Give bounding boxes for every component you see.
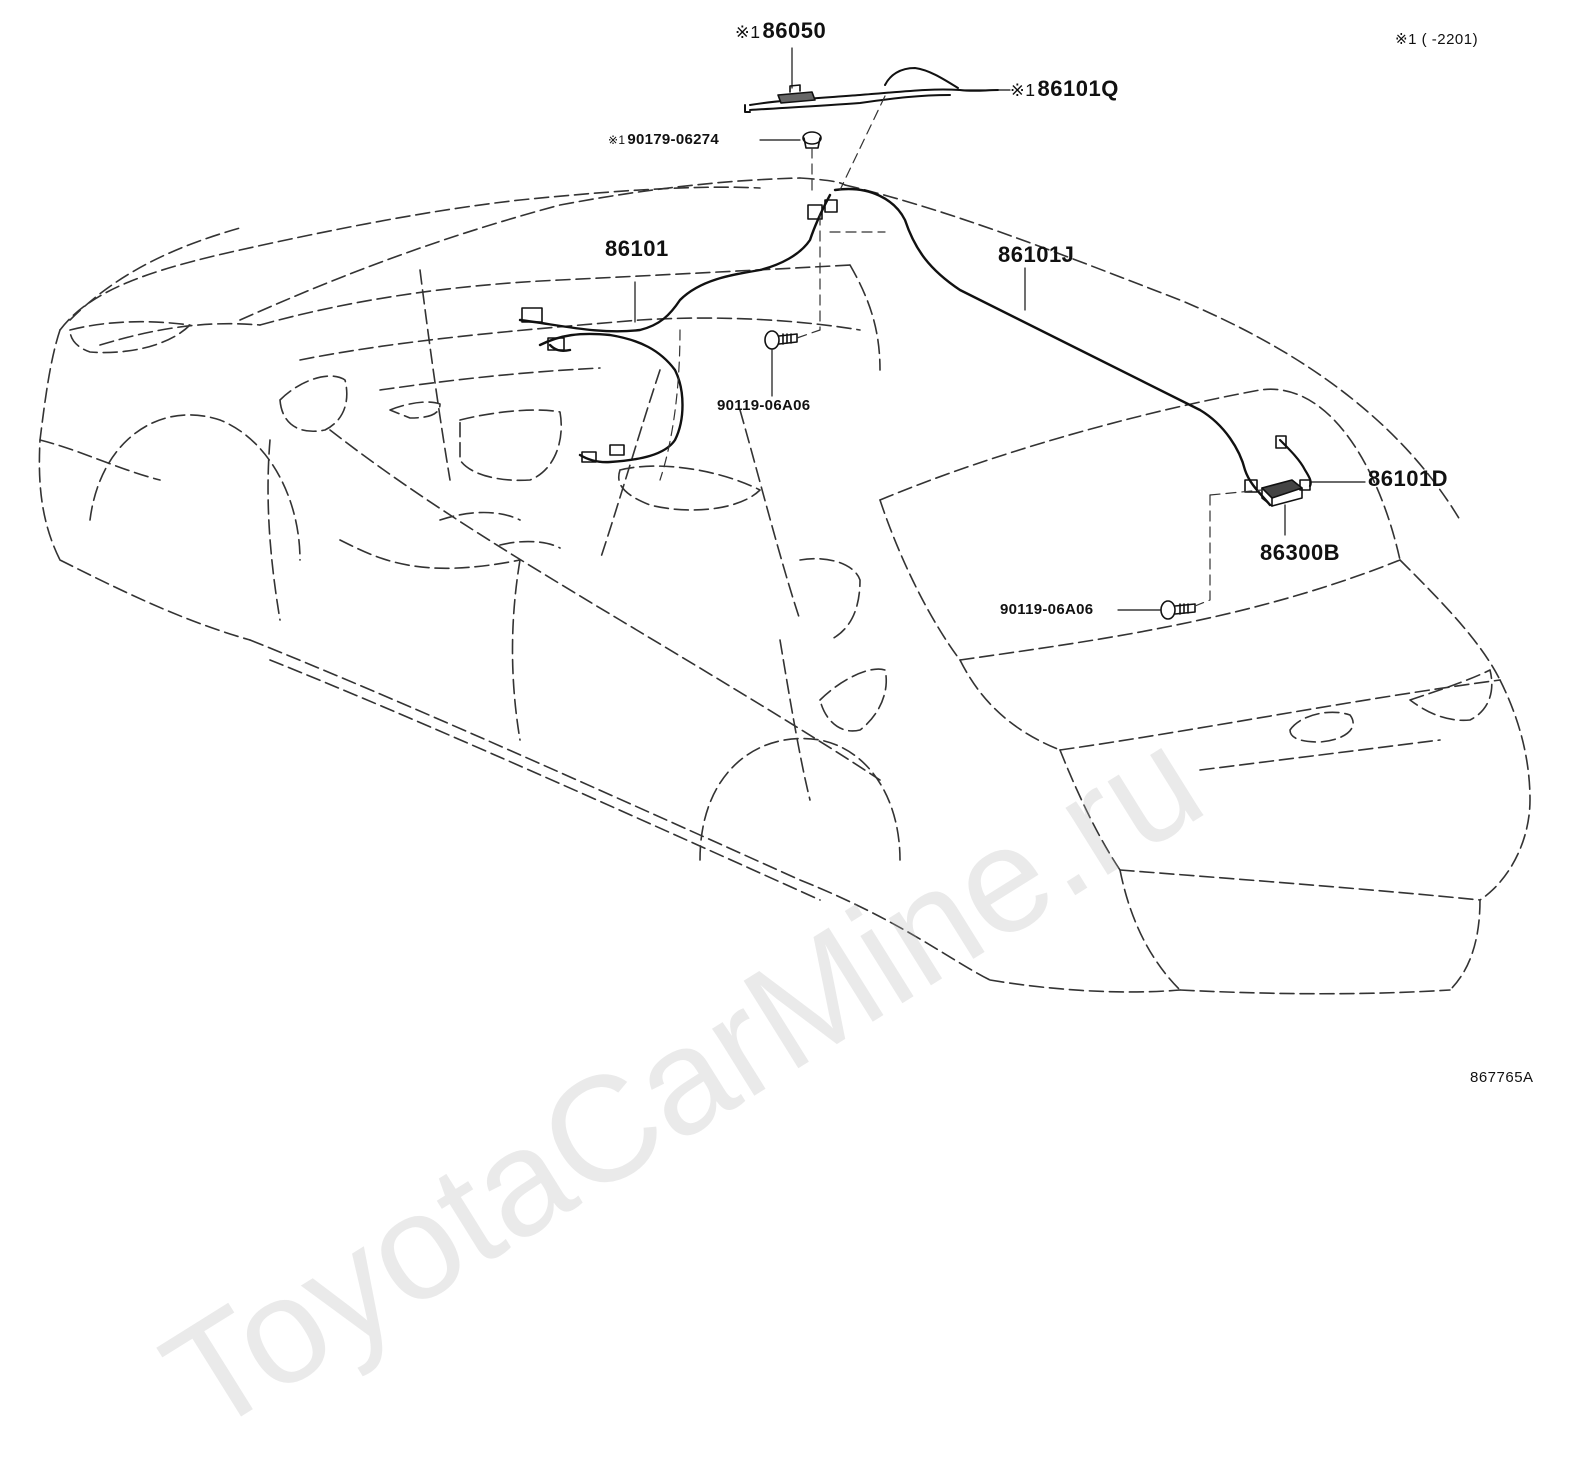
leader-lines: [634, 47, 1366, 611]
harness-86101: [518, 193, 832, 464]
callout-86050: ※186050: [735, 20, 826, 42]
callout-mark: ※1: [1010, 80, 1036, 100]
applicability-note: ※1 ( -2201): [1395, 31, 1479, 48]
callout-86101J: 86101J: [998, 244, 1074, 266]
bolt-90119-06A06-upper: [764, 330, 798, 350]
callout-text: 86050: [762, 18, 827, 43]
callout-text: 86101Q: [1037, 76, 1119, 101]
wiring-harness-diagram: [38, 47, 1531, 995]
clip-90179-06274: [802, 131, 822, 149]
callout-mark: ※1: [735, 22, 761, 42]
callout-86101: 86101: [605, 238, 669, 260]
callout-86101Q: ※186101Q: [1010, 78, 1119, 100]
callout-90119-06A06-lower: 90119-06A06: [1000, 602, 1093, 617]
callout-text: 86300B: [1260, 540, 1341, 565]
bolt-90119-06A06-lower: [1160, 600, 1196, 620]
callout-90119-06A06-upper: 90119-06A06: [717, 398, 810, 413]
callout-86300B: 86300B: [1260, 542, 1340, 564]
callout-text: 86101: [605, 236, 669, 261]
callout-text: 86101J: [998, 242, 1075, 267]
callout-text: 90119-06A06: [1000, 601, 1094, 618]
figure-id: 867765A: [1470, 1069, 1534, 1086]
part-86050: [777, 84, 816, 104]
module-86300B: [1261, 479, 1303, 507]
callout-86101D: 86101D: [1368, 468, 1448, 490]
car-body-outline: [38, 177, 1531, 995]
callout-text: 86101D: [1368, 466, 1449, 491]
harness-86101J: [807, 187, 1272, 507]
assembly-dash-lines: [659, 95, 1263, 607]
callout-mark: ※1: [608, 133, 626, 147]
callout-text: 90119-06A06: [717, 397, 811, 414]
callout-text: 90179-06274: [627, 131, 720, 148]
